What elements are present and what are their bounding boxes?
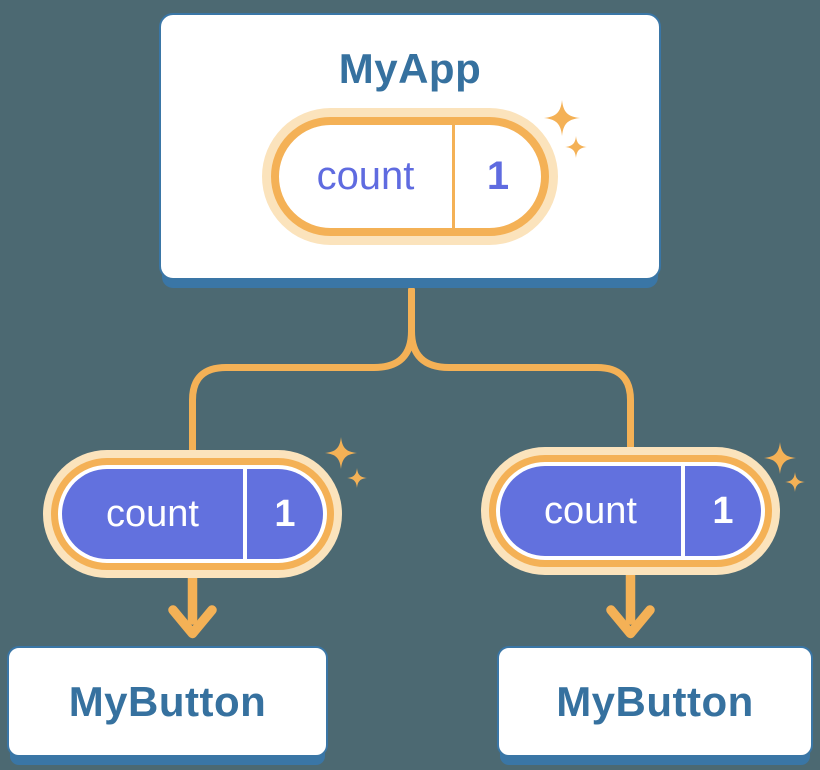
state-name-label: count	[106, 492, 199, 535]
branch-left-line	[189, 286, 415, 456]
state-value-label: 1	[486, 154, 510, 198]
state-pill-ring: count 1	[51, 458, 334, 570]
state-name-label: count	[544, 489, 637, 532]
state-pill-myapp: count 1	[262, 108, 558, 245]
arrow-right-head	[606, 605, 655, 639]
branch-right-line	[408, 286, 634, 456]
mybutton-right-component-card: MyButton	[497, 646, 813, 757]
state-name-label: count	[316, 154, 415, 198]
state-pill-capsule: count 1	[62, 469, 323, 559]
component-name-mybutton-left: MyButton	[68, 677, 267, 725]
state-pill-capsule: count 1	[500, 466, 761, 556]
myapp-component-card: MyApp count 1	[159, 13, 661, 280]
arrow-left-head	[168, 605, 217, 639]
state-pill-left: count 1	[43, 450, 342, 578]
state-value-label: 1	[274, 492, 296, 535]
component-name-mybutton-right: MyButton	[556, 677, 754, 725]
component-name-myapp: MyApp	[338, 45, 482, 92]
mybutton-left-component-card: MyButton	[7, 646, 328, 757]
state-pill-ring: count 1	[271, 117, 549, 236]
pill-divider	[681, 466, 685, 556]
state-pill-right: count 1	[481, 447, 780, 575]
pill-divider	[452, 125, 455, 228]
state-value-label: 1	[712, 489, 734, 532]
pill-divider	[243, 469, 247, 559]
state-pill-ring: count 1	[489, 455, 772, 567]
